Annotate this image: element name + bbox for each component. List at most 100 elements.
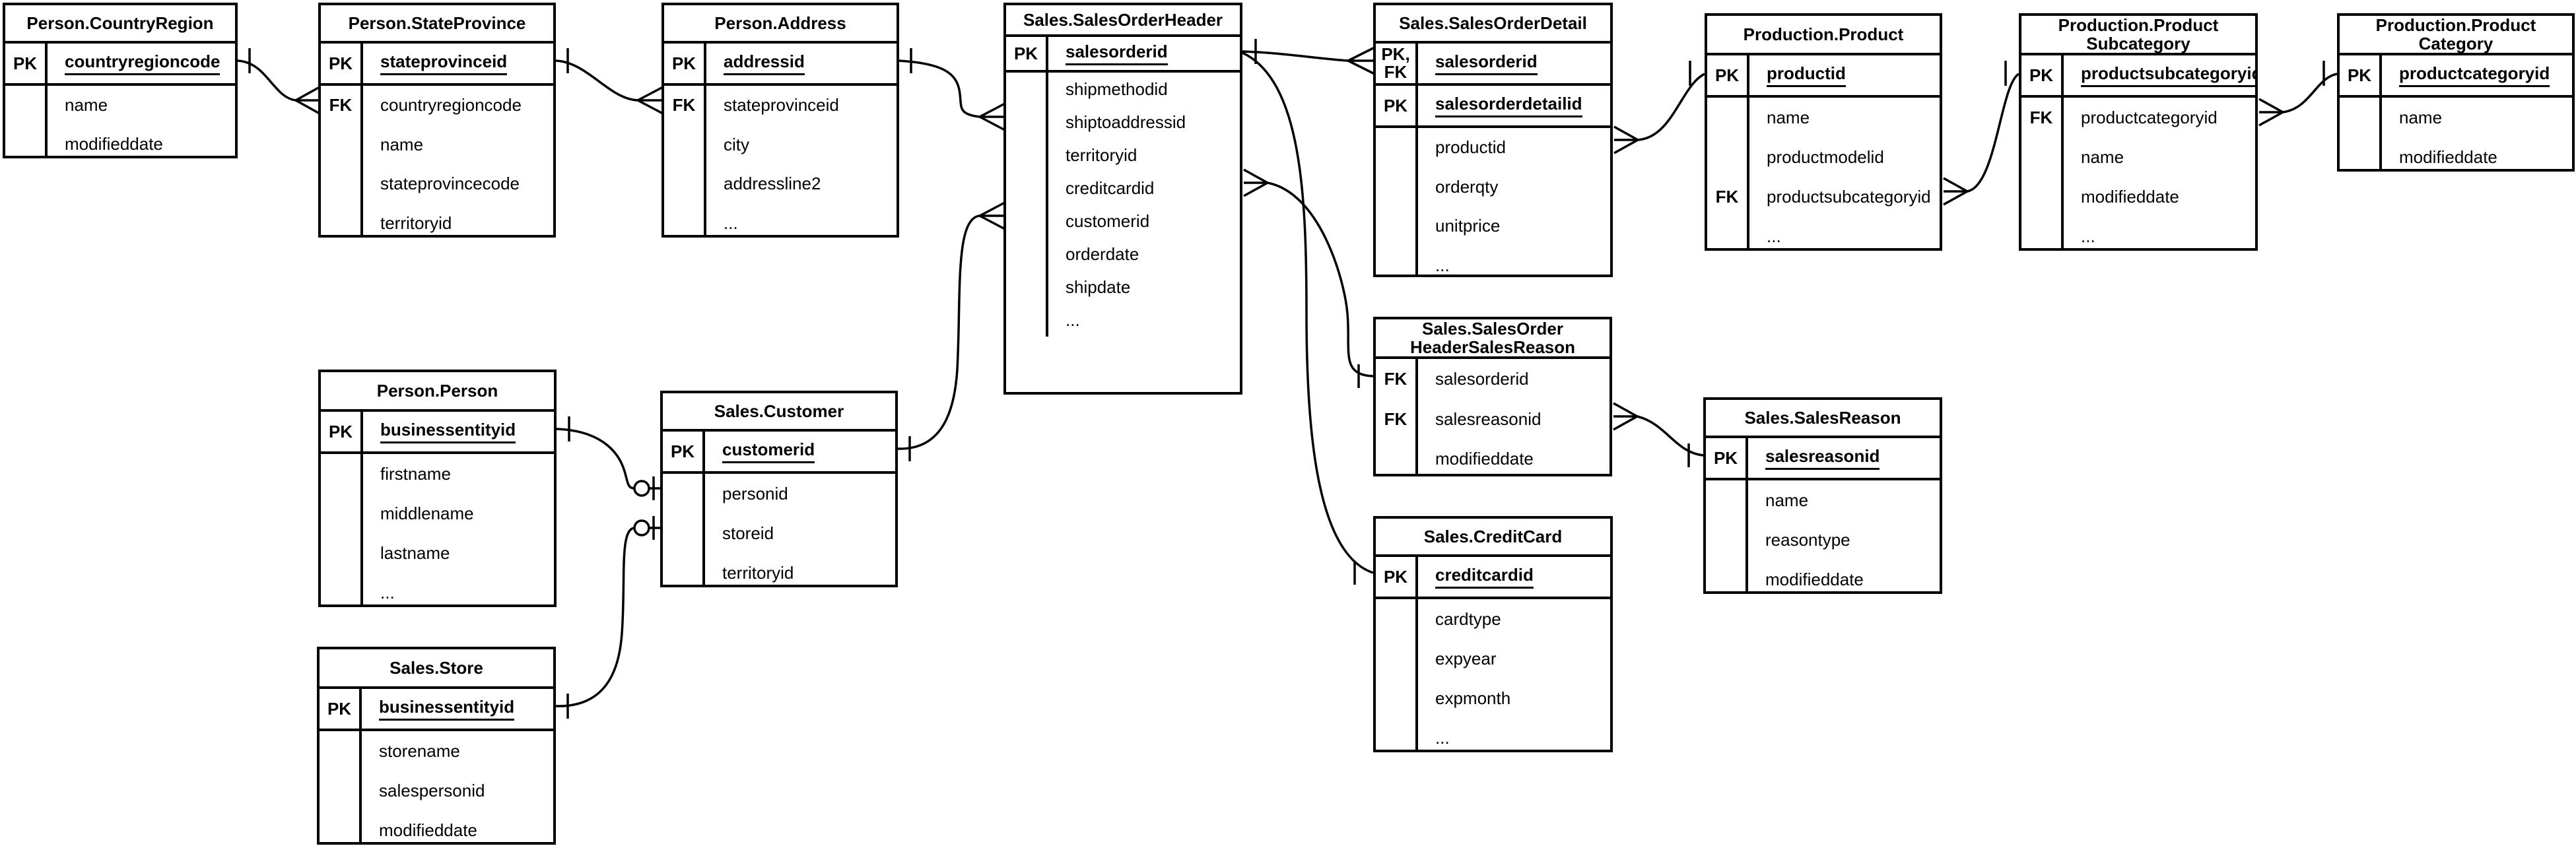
relationship-customer-to-salesorderheader[interactable] [897, 201, 1005, 461]
field-row-modifieddate: modifieddate [1706, 560, 1940, 591]
relationship-person-to-customer[interactable] [556, 416, 660, 500]
field-row-orderqty: orderqty [1376, 167, 1610, 207]
key-label [1006, 172, 1048, 205]
field-name: name [1765, 490, 1809, 510]
field-row-reasontype: reasontype [1706, 520, 1940, 560]
key-label [321, 203, 363, 235]
relationship-salesorderheader-to-creditcard[interactable] [1242, 51, 1374, 585]
relationship-line [897, 214, 980, 450]
key-label [1376, 439, 1418, 474]
field-row-middlename: middlename [321, 494, 554, 533]
field-row-expyear: expyear [1376, 639, 1610, 678]
entity-title-line: Person.Person [376, 381, 498, 401]
key-label: FK [321, 86, 363, 125]
field-name: territoryid [1066, 145, 1137, 165]
key-label: PK [663, 432, 705, 471]
field-name: personid [722, 483, 788, 504]
relationship-headersalesreason-to-salesreason[interactable] [1613, 402, 1704, 467]
field-row-orderdate: orderdate [1006, 238, 1240, 271]
field-name: name [380, 134, 424, 154]
key-label [663, 474, 705, 513]
entity-title: Person.Person [321, 372, 554, 412]
key-label: FK [2021, 98, 2064, 137]
entity-title-line: Production.Product [2375, 15, 2536, 35]
relationship-product-to-productsubcategory[interactable] [1943, 61, 2020, 206]
entity-title-line: Sales.CreditCard [1423, 527, 1563, 546]
relationship-line [898, 59, 980, 118]
entity-title: Sales.SalesReason [1706, 400, 1940, 438]
field-name: salesreasonid [1435, 408, 1542, 429]
relationship-store-to-customer[interactable] [555, 516, 660, 719]
relationship-countryregion-to-stateprovince[interactable] [237, 48, 320, 115]
relationship-stateprovince-to-address[interactable] [555, 48, 663, 115]
key-label [1006, 238, 1048, 271]
key-label: PK [5, 44, 48, 83]
key-label: FK [1376, 399, 1418, 439]
entity-title-line: HeaderSalesReason [1409, 337, 1576, 357]
field-name: businessentityid [379, 697, 515, 721]
field-name: shiptoaddressid [1066, 112, 1186, 132]
field-row-territoryid: territoryid [321, 203, 553, 235]
key-label [1706, 520, 1748, 560]
field-name: productcategoryid [2081, 107, 2218, 127]
relationship-salesorderdetail-to-product[interactable] [1613, 61, 1705, 154]
key-label [320, 810, 362, 842]
relationship-productsubcategory-to-productcategory[interactable] [2258, 61, 2338, 127]
entity-title: Sales.Store [320, 649, 553, 689]
entity-title: Person.CountryRegion [5, 5, 235, 44]
field-name: salesorderdetailid [1435, 94, 1582, 117]
entity-title: Sales.SalesOrderDetail [1376, 5, 1610, 44]
entity-title-line: Person.CountryRegion [26, 13, 214, 33]
relationship-line [1637, 73, 1705, 141]
relationship-salesorderheader-to-headersalesreason[interactable] [1243, 168, 1374, 388]
relationship-line [1347, 46, 1375, 75]
field-name: productid [1767, 63, 1846, 87]
field-name: expmonth [1435, 688, 1511, 708]
field-name: orderdate [1066, 244, 1139, 264]
entity-title-line: Person.StateProvince [348, 13, 526, 33]
entity-title: Person.Address [664, 5, 897, 44]
field-name: name [2081, 146, 2124, 167]
field-row-productmodelid: productmodelid [1707, 137, 1940, 177]
key-label [2021, 216, 2064, 248]
key-label [1006, 106, 1048, 139]
field-name: territoryid [380, 212, 452, 233]
field-row-personid: personid [663, 474, 895, 513]
field-name: countryregioncode [65, 51, 220, 75]
relationship-address-to-salesorderheader[interactable] [898, 48, 1005, 131]
field-row-name: name [2340, 98, 2572, 137]
entity-title-line: Production.Product [1743, 24, 1904, 44]
field-name: stateprovinceid [380, 51, 508, 75]
key-label [1006, 304, 1048, 337]
field-name: storename [379, 740, 460, 761]
